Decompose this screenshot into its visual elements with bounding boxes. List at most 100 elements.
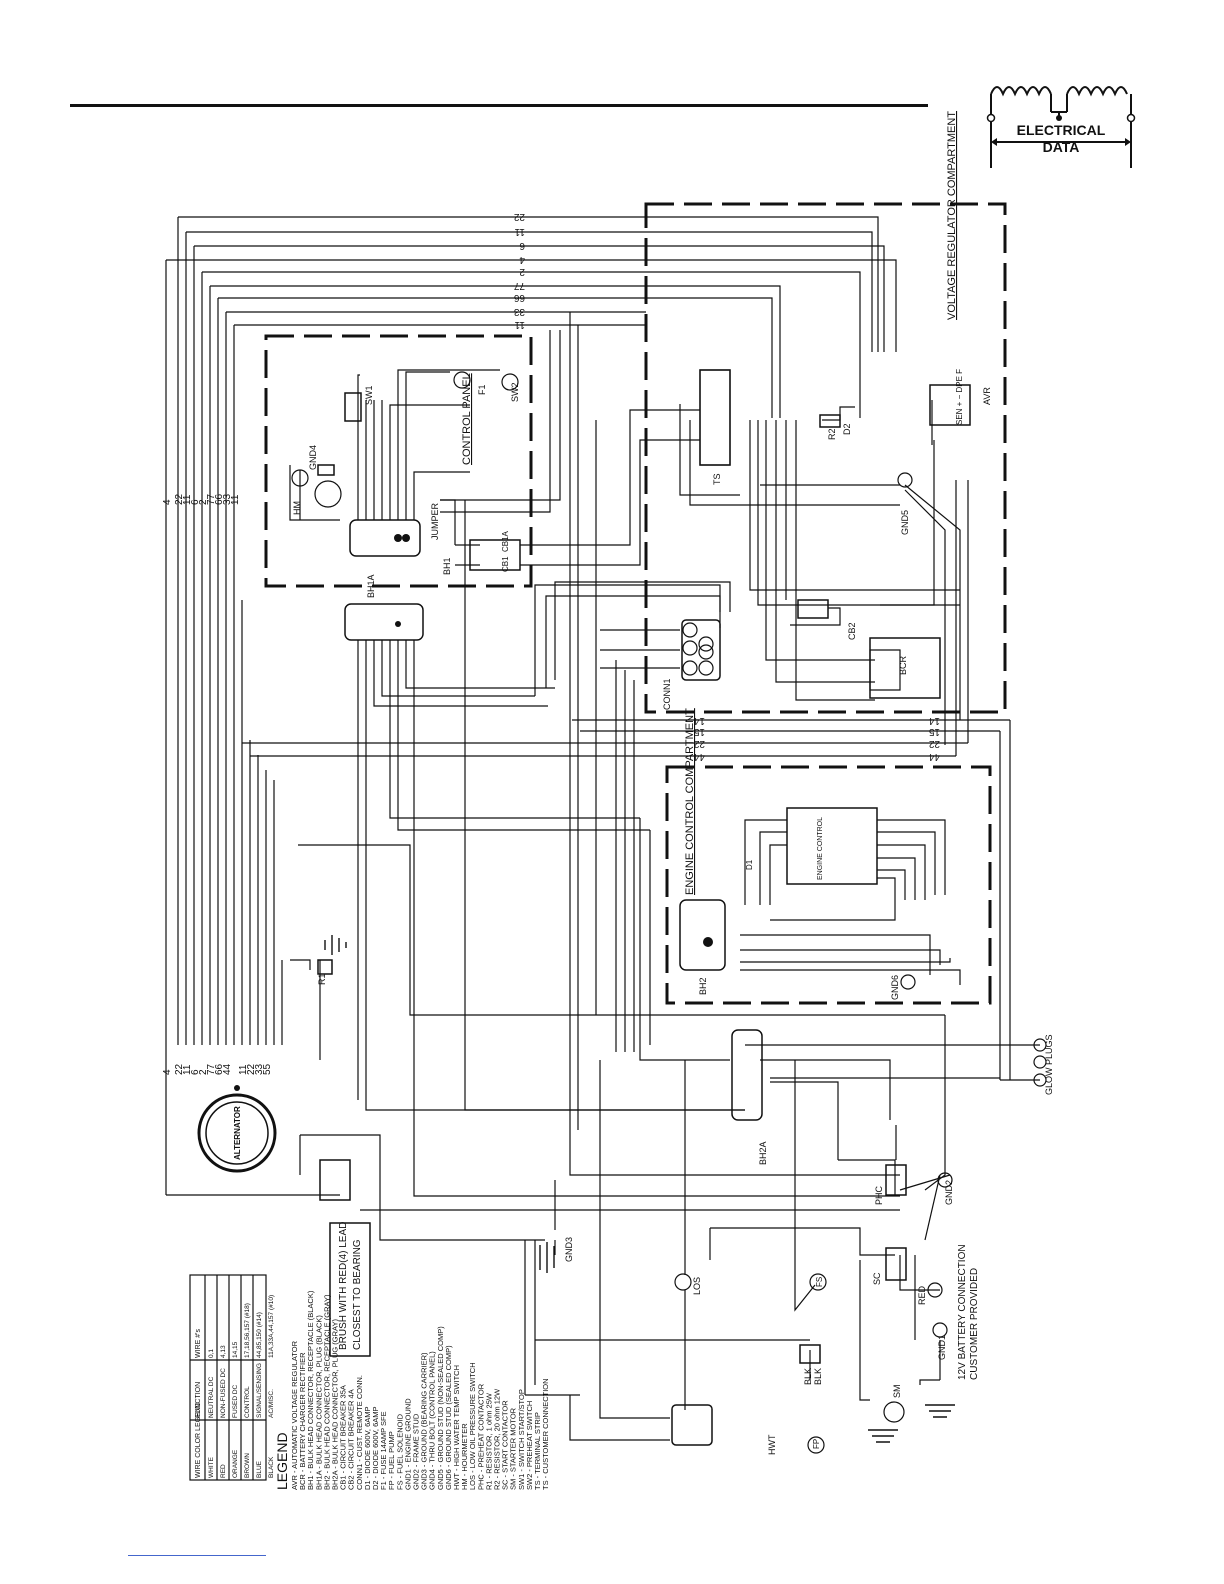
phc-contactor [885, 1164, 907, 1196]
top-bus-wire-label: 6 [519, 240, 525, 251]
cb2-breaker [797, 599, 829, 619]
bh2-connector [679, 899, 726, 971]
wire-table-cell: SIGNAL/SENSING [256, 1363, 263, 1418]
ts-terminal-strip [699, 369, 731, 466]
label-control-panel: CONTROL PANEL [461, 373, 473, 465]
alternator-lead-label: 44 [222, 1063, 233, 1075]
wire-table-cell: NON-FUSED DC [220, 1368, 227, 1418]
wire-table-header: WIRE COLOR LEGEND [195, 1402, 202, 1478]
legend-item: BH2 - BULK HEAD CONNECTOR, RECEPTACLE (G… [322, 1294, 331, 1490]
label-bh2: BH2 [698, 977, 708, 995]
alternator-lead-label: 11 [238, 1064, 249, 1075]
header-rule [70, 104, 928, 107]
legend-item: SM - STARTER MOTOR [509, 1407, 518, 1490]
bh1a-connector [344, 603, 424, 641]
legend-title: LEGEND [274, 1432, 290, 1490]
sw1-switch [344, 392, 362, 422]
legend-item: GND6 - GROUND STUD (SEALED COMP) [444, 1345, 453, 1490]
legend-item: GND3 - GROUND (BEARING CARRIER) [420, 1352, 429, 1490]
label-gnd3: GND3 [564, 1237, 574, 1262]
legend-item: TS - CUSTOMER CONNECTION [541, 1378, 550, 1490]
label-d1: D1 [745, 859, 754, 870]
top-bus-wire-label: 66 [513, 292, 525, 303]
mid-bus-wire-label: 14 [928, 715, 940, 726]
alternator-lead-label: 55 [262, 1063, 273, 1075]
label-hwt: HWT [767, 1434, 777, 1455]
label-sc: SC [872, 1272, 882, 1285]
ground-symbols [324, 935, 955, 1443]
label-vr-compartment: VOLTAGE REGULATOR COMPARTMENT [946, 111, 958, 320]
left-bus-wire-label: 4 [162, 499, 173, 505]
label-phc: PHC [874, 1185, 884, 1205]
engine-control-wiring [740, 807, 961, 985]
alternator-lead-label: 22 [174, 1063, 185, 1075]
label-bh1: BH1 [442, 557, 452, 575]
alternator-lead-label: 2 [198, 1069, 209, 1075]
legend-item: BH2A - BULK HEAD CONNECTOR, PLUG (GRAY) [331, 1318, 340, 1490]
r2-resistor [819, 414, 841, 428]
fs-solenoid-icon [809, 1273, 827, 1291]
left-bus-wire-label: 6 [190, 499, 201, 505]
wire-layer [165, 202, 1047, 1481]
vr-wiring [534, 352, 961, 745]
label-bh1a: BH1A [366, 574, 376, 598]
bh1-connector [349, 519, 421, 557]
label-gnd5: GND5 [900, 510, 910, 535]
legend-item: BCR - BATTERY CHARGER RECTIFIER [298, 1352, 307, 1490]
left-bus-wire-label: 66 [214, 493, 225, 505]
mid-bus-wire-label: 22 [928, 738, 940, 749]
label-los: LOS [692, 1277, 702, 1295]
label-fs: FS [815, 1277, 824, 1287]
wire-table-cell: 4,13 [220, 1345, 227, 1358]
label-sw2: SW2 [510, 382, 520, 402]
alternator-inner-icon [205, 1101, 269, 1165]
wire-table-cell: CONTROL [244, 1386, 251, 1418]
label-jumper: JUMPER [430, 502, 440, 540]
mid-bus-wire-label: 22 [693, 738, 705, 749]
conn1-connector [681, 619, 721, 681]
top-bus-wire-label: 4 [519, 254, 525, 265]
label-fp: FP [812, 1439, 821, 1449]
label-avr-terminals: SEN + − DPE F [955, 369, 964, 425]
gnd1-stud-icon [932, 1322, 948, 1338]
legend-item: SW1 - SWITCH START/STOP [517, 1389, 526, 1490]
left-bus-wire-label: 11 [230, 494, 241, 505]
label-gnd4: GND4 [308, 445, 318, 470]
label-sw1: SW1 [364, 385, 374, 405]
top-bus-wire-label: 11 [514, 319, 525, 330]
label-battery-note-2: CUSTOMER PROVIDED [969, 1268, 980, 1380]
control-panel-wiring [289, 330, 700, 566]
wire-table-cell: AC/MISC. [268, 1389, 275, 1418]
legend-item: BH1 - BULK HEAD CONNECTOR, RECEPTACLE (B… [306, 1290, 315, 1490]
mid-bus-wire-label: 15 [928, 726, 940, 737]
label-glow-plugs: GLOW PLUGS [1044, 1034, 1054, 1095]
legend-item: AVR - AUTOMATIC VOLTAGE REGULATOR [290, 1340, 299, 1490]
mid-bus-wire-label: 14 [693, 715, 705, 726]
red-terminal-icon [927, 1282, 943, 1298]
label-brush-note-2: CLOSEST TO BEARING [352, 1239, 363, 1350]
legend-item: TS - TERMINAL STRIP [533, 1412, 542, 1490]
left-bus-wire-label: 22 [174, 493, 185, 505]
label-sm: SM [892, 1385, 902, 1399]
alternator-lead-label: 66 [214, 1063, 225, 1075]
label-blk-1: BLK [803, 1368, 813, 1385]
alternator-lead-label: 22 [246, 1063, 257, 1075]
engine-control-compartment [665, 765, 992, 1005]
electrical-data-badge [986, 86, 1136, 168]
gnd5-stud-icon [897, 472, 913, 488]
label-d2: D2 [842, 423, 852, 435]
alternator-lead-label: 77 [206, 1063, 217, 1075]
bcr-rectifier [869, 637, 941, 699]
avr-module [929, 384, 971, 426]
sc-contactor [885, 1247, 907, 1281]
label-avr: AVR [982, 387, 992, 405]
los-switch-icon [674, 1273, 692, 1291]
gnd6-stud-icon [900, 974, 916, 990]
wire-table-cell: 11A,33A,44,157 (#10) [268, 1295, 275, 1358]
glow-plug-1-icon [1033, 1038, 1047, 1052]
label-engine-control-compartment: ENGINE CONTROL COMPARTMENT [684, 708, 696, 895]
filled-pins [234, 534, 713, 1091]
legend-item: FP - FUEL PUMP [387, 1431, 396, 1490]
